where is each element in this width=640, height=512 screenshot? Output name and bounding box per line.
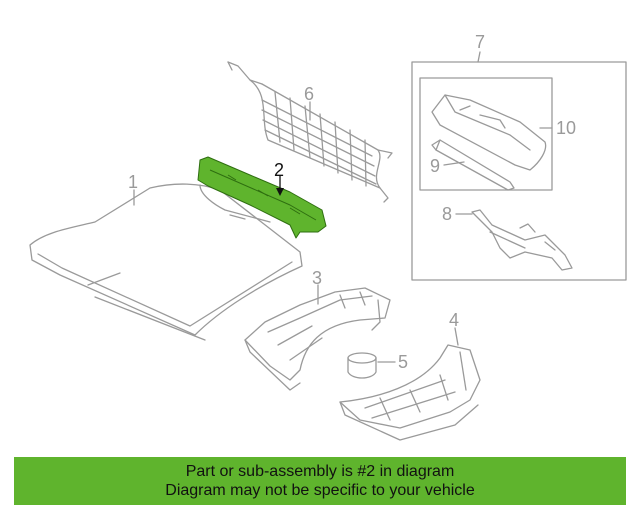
spare-tire-holder[interactable] <box>244 287 391 391</box>
callout-6: 6 <box>304 84 314 104</box>
info-banner: Part or sub-assembly is #2 in diagram Di… <box>14 457 626 505</box>
spacer-cap[interactable] <box>347 352 377 379</box>
callout-5: 5 <box>398 352 408 372</box>
callout-3: 3 <box>312 268 322 288</box>
callout-4: 4 <box>449 310 459 330</box>
callout-2: 2 <box>274 160 284 180</box>
callout-7: 7 <box>475 32 485 52</box>
jack-handle[interactable] <box>431 139 515 191</box>
trunk-rear-panel-highlighted[interactable] <box>197 156 327 239</box>
tool-bag[interactable] <box>431 94 547 171</box>
parts-diagram: 1 2 3 4 5 6 7 8 9 10 <box>29 32 627 441</box>
banner-line-1: Part or sub-assembly is #2 in diagram <box>185 463 455 480</box>
cargo-net[interactable] <box>227 61 393 203</box>
callout-1: 1 <box>128 172 138 192</box>
spare-tire-holder-rear[interactable] <box>339 344 481 441</box>
callout-9: 9 <box>430 156 440 176</box>
banner-line-2: Diagram may not be specific to your vehi… <box>165 482 475 499</box>
callout-10: 10 <box>556 118 576 138</box>
scissor-jack[interactable] <box>471 209 573 271</box>
tool-kit-box <box>411 61 627 281</box>
callout-8: 8 <box>442 204 452 224</box>
